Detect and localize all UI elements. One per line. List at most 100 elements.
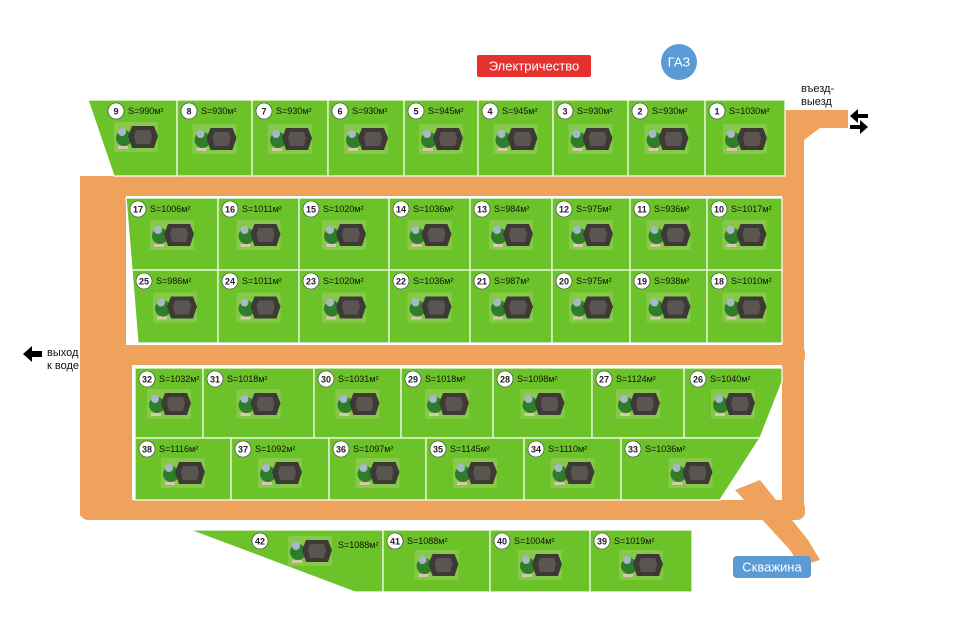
plot-number: 41 (390, 537, 400, 547)
plot-number-badge (593, 532, 611, 550)
road-lower (80, 500, 805, 520)
plot-area: S=1124м² (616, 374, 656, 384)
house-icon (453, 458, 497, 488)
house-icon (723, 124, 767, 154)
water-exit-label-1: выход (47, 347, 79, 359)
plot-1[interactable]: 1 S=1030м² (704, 99, 786, 177)
plot-area: S=1097м² (353, 444, 393, 454)
plot-area: S=990м² (128, 106, 163, 116)
house-icon (711, 389, 755, 419)
plot-number-badge (633, 272, 651, 290)
plot-number: 26 (693, 375, 703, 385)
plot-40[interactable]: 40 S=1004м² (489, 529, 591, 593)
plot-area: S=1030м² (729, 106, 769, 116)
plot-number-badge (624, 440, 642, 458)
house-icon (646, 292, 691, 323)
plot-area: S=1032м² (159, 374, 199, 384)
plot-number: 12 (559, 205, 569, 215)
plot-number-badge (221, 200, 239, 218)
plot-number: 32 (142, 375, 152, 385)
plot-number: 31 (210, 375, 220, 385)
electricity-label: Электричество (477, 55, 591, 77)
plot-area: S=938м² (654, 276, 689, 286)
house-icon (150, 220, 194, 250)
plot-number-badge (135, 272, 153, 290)
house-icon (153, 292, 197, 323)
gas-label: ГАЗ (661, 44, 697, 80)
house-icon (644, 124, 689, 154)
plot-area: S=1018м² (227, 374, 267, 384)
plot-area: S=945м² (502, 106, 537, 116)
plot-area: S=1004м² (514, 536, 554, 546)
house-icon (569, 220, 613, 250)
house-icon (258, 458, 302, 488)
plot-number-badge (392, 272, 410, 290)
plot-32[interactable]: 32 S=1032м² (134, 367, 204, 439)
plot-number: 33 (628, 445, 638, 455)
house-icon (722, 220, 767, 250)
plot-area: S=1040м² (710, 374, 750, 384)
plot-area: S=1036м² (413, 204, 453, 214)
plot-area: S=1036м² (413, 276, 453, 286)
plot-number-badge (496, 370, 514, 388)
plot-area: S=984м² (494, 204, 529, 214)
plot-number-badge (710, 272, 728, 290)
plot-number: 1 (714, 107, 719, 117)
plot-area: S=1011м² (242, 276, 282, 286)
plot-26[interactable]: 26 S=1040м² (683, 367, 783, 439)
house-icon (616, 389, 660, 419)
road-well (735, 480, 820, 566)
plot-area: S=930м² (352, 106, 387, 116)
plot-number: 14 (396, 205, 406, 215)
house-icon (414, 550, 459, 580)
plot-area: S=936м² (654, 204, 689, 214)
house-icon (550, 458, 595, 488)
house-icon (236, 220, 281, 250)
plot-14[interactable]: 14 S=1036м² (388, 197, 471, 271)
house-icon (288, 536, 332, 566)
plot-area: S=1010м² (731, 276, 771, 286)
plot-number-badge (251, 532, 269, 550)
plot-number-badge (302, 200, 320, 218)
plot-number-badge (129, 200, 147, 218)
plot-31[interactable]: 31 S=1018м² (202, 367, 315, 439)
plot-number: 40 (497, 537, 507, 547)
